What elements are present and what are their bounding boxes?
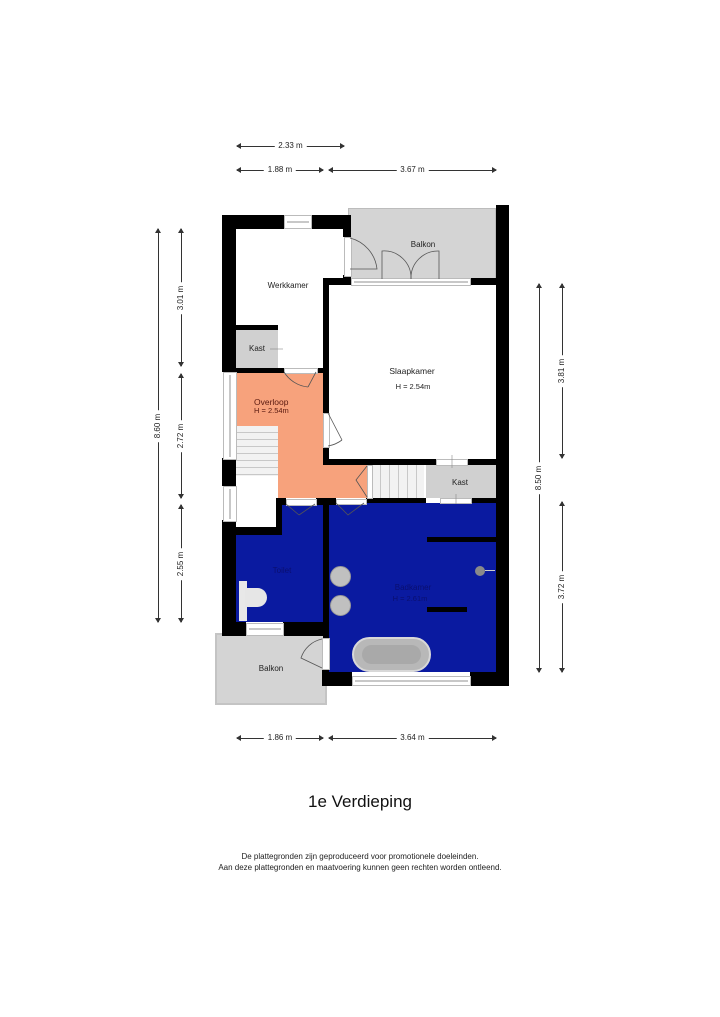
dimension-left-total: 8.60 m <box>153 228 163 623</box>
wall-outer-left-lower <box>222 520 236 636</box>
toilet-bowl-icon <box>245 588 267 607</box>
wall-outer-left-upper <box>222 215 236 372</box>
wall-top-left <box>222 215 284 229</box>
window-werkkamer-top <box>284 215 312 229</box>
wall-inner-vertical-slaap <box>323 446 329 465</box>
room-overloop-ext <box>280 460 370 498</box>
label-overloop-height: H = 2.54m <box>254 406 289 415</box>
wall-bottom-left <box>322 672 352 686</box>
doorframe-werkkamer-balkon <box>344 237 352 277</box>
label-balkon-bottom: Balkon <box>258 664 284 673</box>
wall-toilet-bottom-left <box>222 622 246 636</box>
dimension-right-top: 3.81 m <box>557 283 567 459</box>
label-badkamer-height: H = 2.61m <box>392 594 428 603</box>
label-slaapkamer-height: H = 2.54m <box>395 382 431 391</box>
room-kast-right <box>426 465 496 498</box>
label-toilet: Toilet <box>272 566 292 575</box>
dimension-left-bottom: 2.55 m <box>176 504 186 623</box>
wall-inner-vertical-upper <box>323 278 329 413</box>
shower-head-icon <box>475 566 485 576</box>
toilet-fixture-icon <box>239 581 247 621</box>
wall-slaapkamer-bottom <box>323 459 496 465</box>
wall-slaapkamer-top-right <box>470 278 496 285</box>
window-left-lower <box>223 486 237 522</box>
label-kast-left: Kast <box>248 344 265 353</box>
dimension-right-total: 8.50 m <box>534 283 544 673</box>
dimension-bottom-left: 1.86 m <box>236 733 324 743</box>
wall-outer-left-mid <box>222 458 236 486</box>
label-overloop: Overloop <box>254 397 289 407</box>
dimension-left-top: 3.01 m <box>176 228 186 367</box>
wall-stairs-bottom <box>236 527 281 535</box>
sink-lower-icon <box>330 595 351 616</box>
doorframe-toilet <box>286 499 317 506</box>
dimension-top-left: 1.88 m <box>236 165 324 175</box>
label-werkkamer: Werkkamer <box>267 281 309 290</box>
dimension-bottom-right: 3.64 m <box>328 733 497 743</box>
wall-toilet-bath-divider <box>323 498 329 638</box>
shower-wall-bottom <box>427 607 467 612</box>
window-toilet-bottom <box>246 623 284 636</box>
dimension-top-right: 3.67 m <box>328 165 497 175</box>
doorframe-stairs <box>367 465 373 499</box>
sink-upper-icon <box>330 566 351 587</box>
label-balkon-top: Balkon <box>410 240 436 249</box>
stairs-left <box>236 426 278 476</box>
wall-badkamer-top-right <box>466 498 496 503</box>
wall-werkkamer-right-upper <box>343 215 351 237</box>
disclaimer-line-2: Aan deze plattegronden en maatvoering ku… <box>218 863 502 872</box>
wall-werkkamer-bottom-left <box>236 368 284 373</box>
wall-badkamer-top <box>366 498 426 503</box>
wall-toilet-bottom-right <box>283 622 329 636</box>
wall-stairs-right <box>276 498 282 535</box>
window-left-upper <box>223 372 237 460</box>
shower-wall-top <box>427 537 496 542</box>
wall-overloop-bottom-left <box>276 498 286 505</box>
label-slaapkamer: Slaapkamer <box>389 366 435 376</box>
doorframe-slaapkamer <box>323 413 330 448</box>
dimension-left-middle: 2.72 m <box>176 373 186 499</box>
window-badkamer-bottom <box>352 676 471 686</box>
wall-kast-left-top <box>236 325 278 330</box>
bathtub-icon <box>352 637 431 672</box>
wall-slaapkamer-top-left <box>323 278 351 285</box>
stairs-center <box>372 465 424 498</box>
disclaimer-line-1: De plattegronden zijn geproduceerd voor … <box>241 852 479 861</box>
label-badkamer: Badkamer <box>394 583 432 592</box>
doorframe-badkamer <box>336 499 367 505</box>
wall-outer-right <box>496 205 509 686</box>
wall-top-right <box>311 215 351 229</box>
shower-pipe-icon <box>485 570 495 571</box>
wall-bottom-right <box>470 672 509 686</box>
wall-werkkamer-bottom-right <box>316 368 324 373</box>
room-slaapkamer <box>329 285 496 459</box>
label-kast-right: Kast <box>451 478 468 487</box>
floor-title: 1e Verdieping <box>308 792 412 811</box>
doorframe-werkkamer <box>284 368 318 374</box>
dimension-right-bottom: 3.72 m <box>557 501 567 673</box>
doorframe-balkon-bottom <box>322 638 330 670</box>
dimension-top-upper: 2.33 m <box>236 141 345 151</box>
wall-bath-left-lower <box>322 668 329 686</box>
